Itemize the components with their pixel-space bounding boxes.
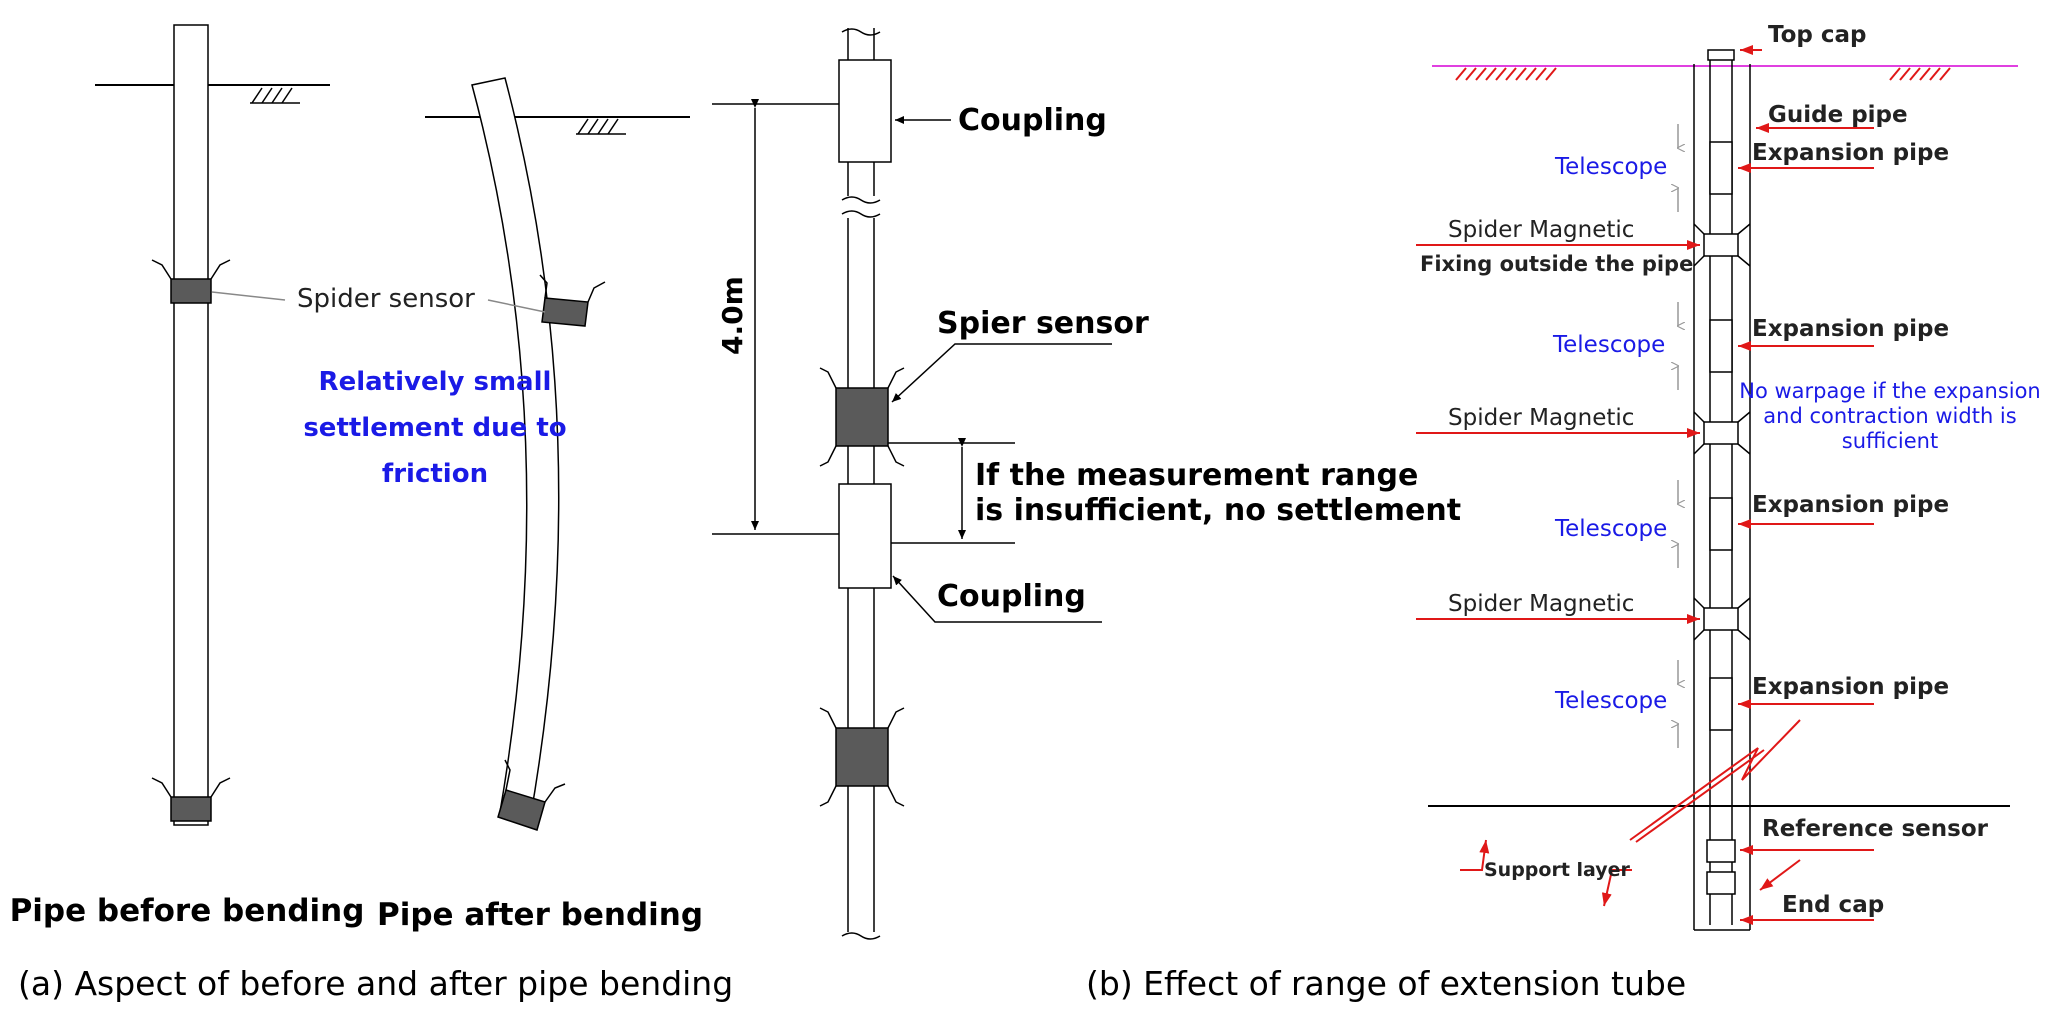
caption-a: (a) Aspect of before and after pipe bend…	[18, 964, 733, 1003]
expansion-pipe-shape-2	[1709, 319, 1733, 373]
break-mark-bottom	[841, 932, 881, 940]
caption-b: (b) Effect of range of extension tube	[1086, 964, 1686, 1003]
spider-legs-upper	[151, 259, 231, 280]
spider-sensor-label: Spider sensor	[297, 284, 475, 314]
pipe-before-bending-label: Pipe before bending	[10, 893, 365, 929]
sensor-leader-bent	[487, 299, 546, 313]
fixing-outside-label: Fixing outside the pipe	[1420, 252, 1693, 276]
spider-legs-bent-lower	[504, 759, 566, 803]
spier-sensor-block	[835, 387, 889, 447]
expansion-pipe-shape-3	[1709, 497, 1733, 551]
bent-pipe	[471, 77, 560, 821]
sensor-leader	[211, 291, 286, 301]
ground-hatch-right-icon	[1889, 67, 1951, 81]
coupling-bottom	[838, 483, 892, 589]
spider-magnetic-shape-2	[1693, 411, 1751, 455]
telescope-label-2: Telescope	[1552, 332, 1665, 358]
pipe-before-bending	[95, 24, 330, 826]
spider-magnetic-shape-3	[1693, 597, 1751, 641]
spider-legs-lower	[151, 777, 231, 798]
expansion-pipe-shape-1	[1709, 141, 1733, 195]
end-cap-label: End cap	[1782, 892, 1884, 918]
coupling-pipe-assembly	[712, 28, 1112, 940]
spider-sensor-legs-2	[819, 707, 905, 807]
friction-note-line-3: friction	[382, 459, 488, 489]
break-line-2	[1635, 749, 1765, 843]
end-cap-leader-diag	[1759, 859, 1801, 891]
no-warpage-line-3: sufficient	[1842, 429, 1938, 453]
top-cap-label: Top cap	[1768, 22, 1867, 48]
spider-legs-bent-upper	[539, 274, 606, 303]
friction-note-line-1: Relatively small	[319, 367, 552, 397]
friction-note: Relatively small settlement due to frict…	[303, 367, 566, 489]
coupling-top	[838, 59, 892, 163]
spider-sensor-lower	[170, 796, 212, 822]
reference-sensor-label: Reference sensor	[1762, 816, 1989, 842]
reference-sensor-shape	[1706, 839, 1736, 863]
straight-pipe	[173, 24, 209, 826]
support-layer-arrow-down	[1601, 869, 1632, 907]
dimension-label-4m: 4.0m	[716, 276, 749, 355]
support-layer-label: Support layer	[1484, 859, 1631, 881]
expansion-pipe-label-2: Expansion pipe	[1752, 316, 1949, 342]
spider-sensor-bent-lower	[497, 789, 546, 831]
expansion-pipe-label-1: Expansion pipe	[1752, 140, 1949, 166]
range-note-line-1: If the measurement range	[975, 458, 1418, 493]
telescope-label-3: Telescope	[1554, 516, 1667, 542]
expansion-pipe-label-3: Expansion pipe	[1752, 492, 1949, 518]
spider-magnetic-label-1: Spider Magnetic	[1448, 217, 1634, 243]
spier-sensor-legs	[819, 367, 905, 467]
spier-sensor-leader	[891, 343, 1112, 403]
extension-tube-diagram	[1416, 45, 2018, 931]
spider-magnetic-label-2: Spider Magnetic	[1448, 405, 1634, 431]
coupling-bottom-leader	[892, 575, 1102, 623]
break-line-1	[1629, 719, 1801, 841]
end-cap-shape	[1706, 871, 1736, 895]
telescope-label-4: Telescope	[1554, 688, 1667, 714]
spider-sensor-block-2	[835, 727, 889, 787]
break-mark-2	[841, 210, 881, 218]
spier-sensor-label: Spier sensor	[937, 306, 1149, 341]
pipe-after-bending-label: Pipe after bending	[377, 897, 703, 933]
ground-hatch-icon	[576, 118, 626, 135]
spider-sensor-bent-upper	[541, 297, 589, 327]
break-mark-1	[841, 196, 881, 204]
no-warpage-line-2: and contraction width is	[1763, 404, 2016, 428]
break-mark-top	[841, 28, 881, 36]
guide-pipe-label: Guide pipe	[1768, 102, 1908, 128]
pipe-after-bending	[425, 77, 690, 831]
coupling-bottom-label: Coupling	[937, 579, 1086, 614]
friction-note-line-2: settlement due to	[303, 413, 566, 443]
telescope-label-1: Telescope	[1554, 154, 1667, 180]
ground-hatch-icon	[250, 87, 300, 104]
top-cap-shape	[1707, 49, 1735, 61]
spider-magnetic-label-3: Spider Magnetic	[1448, 591, 1634, 617]
spider-magnetic-shape-1	[1693, 223, 1751, 267]
no-warpage-line-1: No warpage if the expansion	[1739, 379, 2041, 403]
coupling-top-label: Coupling	[958, 103, 1107, 138]
support-layer-arrow-up	[1460, 839, 1490, 871]
spider-sensor-upper	[170, 278, 212, 304]
expansion-pipe-shape-4	[1709, 677, 1733, 731]
expansion-pipe-label-4: Expansion pipe	[1752, 674, 1949, 700]
range-note-line-2: is insufficient, no settlement	[975, 493, 1461, 528]
ground-hatch-left-icon	[1455, 67, 1557, 81]
